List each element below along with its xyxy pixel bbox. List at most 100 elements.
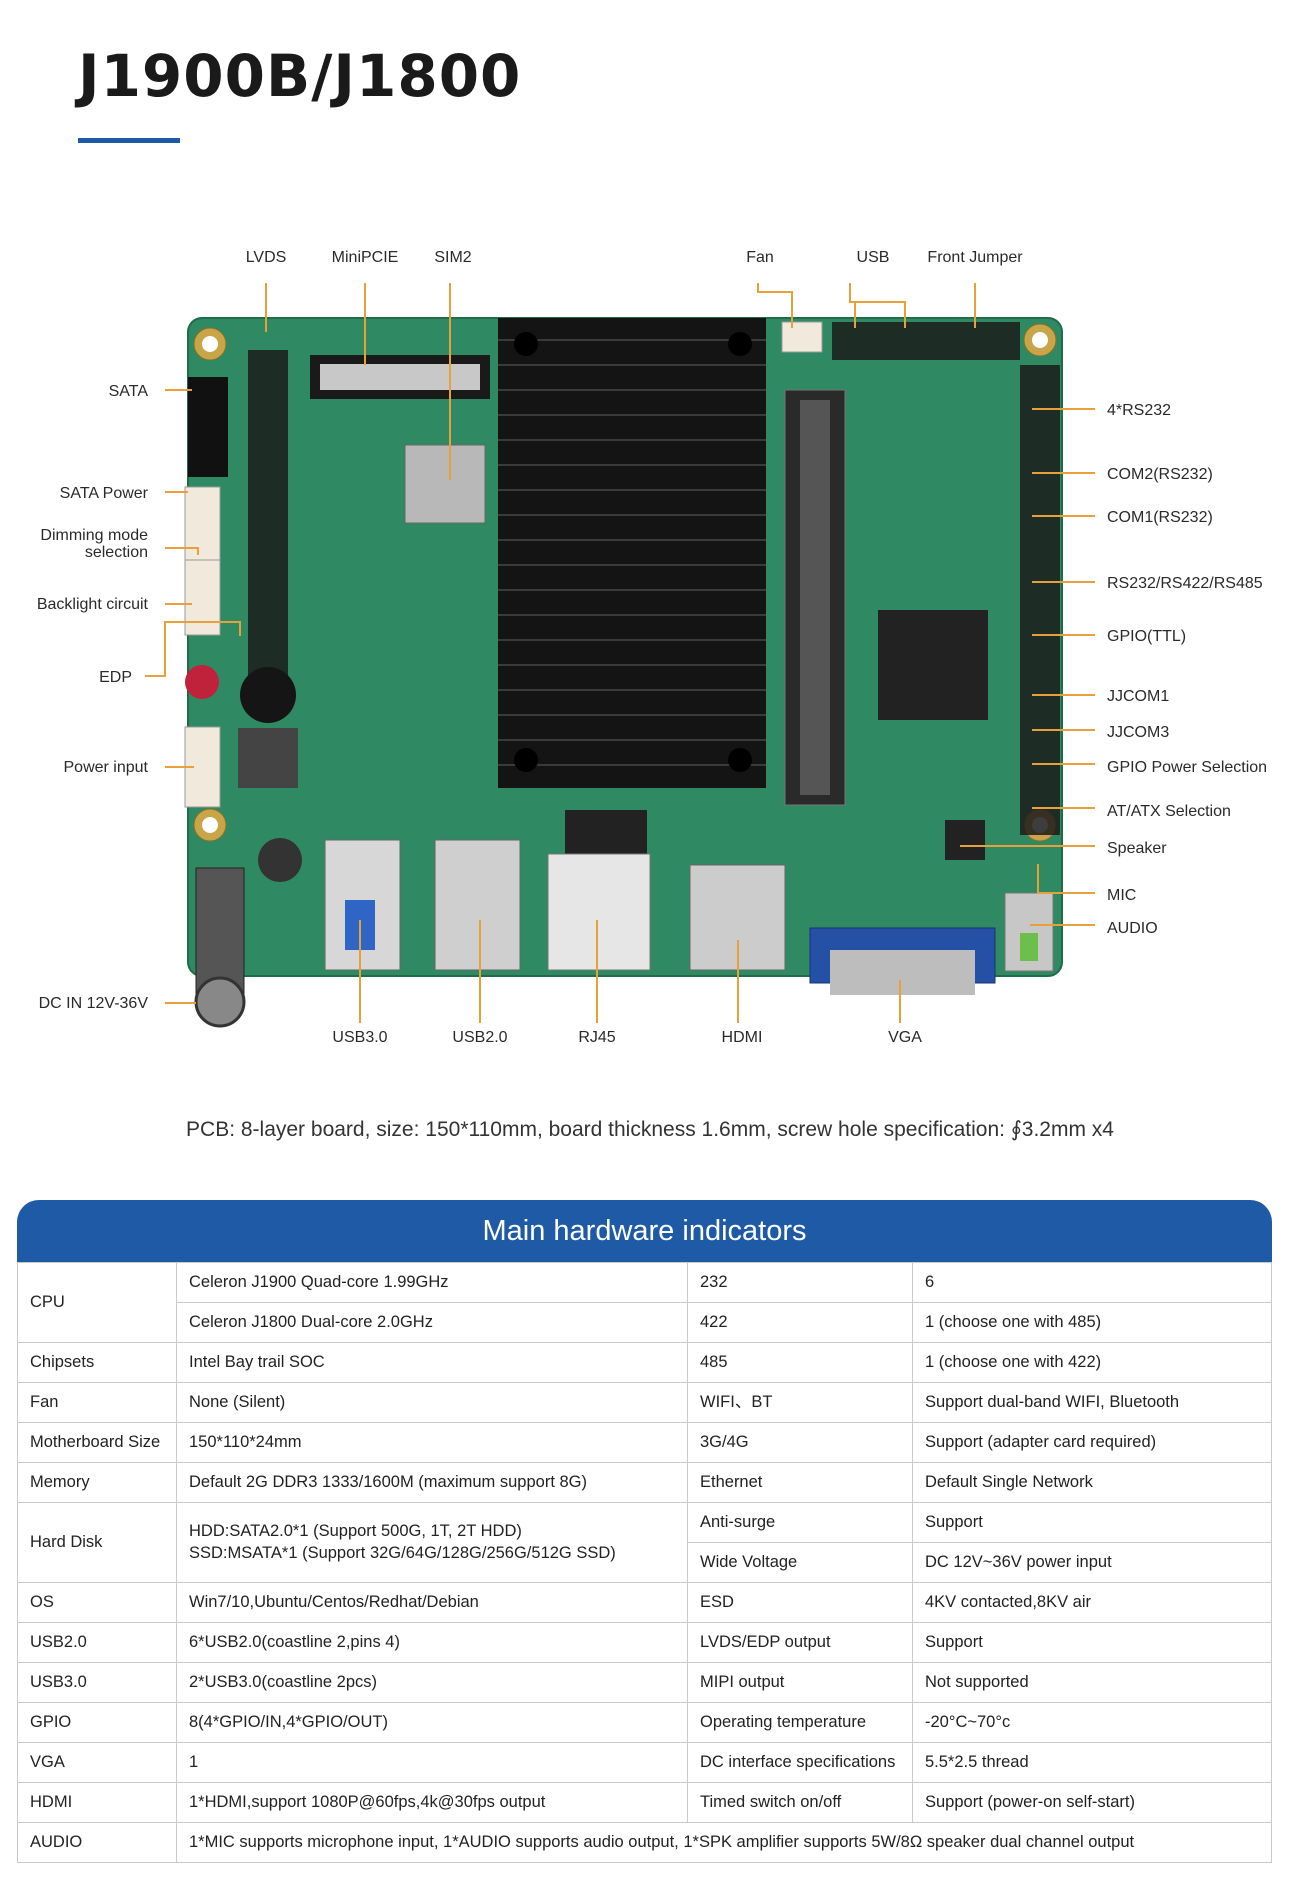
spec-value: DC 12V~36V power input bbox=[912, 1542, 1272, 1583]
spec-key: Motherboard Size bbox=[17, 1422, 177, 1463]
top-labels: LVDS MiniPCIE SIM2 Fan USB Front Jumper bbox=[246, 249, 1024, 266]
spec-value: 6*USB2.0(coastline 2,pins 4) bbox=[176, 1622, 688, 1663]
spec-key: VGA bbox=[17, 1742, 177, 1783]
label-com1: COM1(RS232) bbox=[1107, 509, 1213, 526]
label-sata: SATA bbox=[109, 383, 149, 400]
table-row: Memory Default 2G DDR3 1333/1600M (maxim… bbox=[17, 1462, 1272, 1503]
spec-value: 150*110*24mm bbox=[176, 1422, 688, 1463]
spec-key: ESD bbox=[687, 1582, 913, 1623]
label-front-jumper: Front Jumper bbox=[927, 249, 1023, 266]
spec-key: OS bbox=[17, 1582, 177, 1623]
spec-key: 3G/4G bbox=[687, 1422, 913, 1463]
spec-key: GPIO bbox=[17, 1702, 177, 1743]
label-edp: EDP bbox=[99, 669, 132, 686]
label-rj45: RJ45 bbox=[578, 1029, 615, 1046]
spec-key: DC interface specifications bbox=[687, 1742, 913, 1783]
sim-slot bbox=[404, 444, 486, 524]
spec-key: Memory bbox=[17, 1462, 177, 1503]
spec-key: Fan bbox=[17, 1382, 177, 1423]
table-row: VGA 1 DC interface specifications 5.5*2.… bbox=[17, 1742, 1272, 1783]
label-fan: Fan bbox=[746, 249, 774, 266]
table-row: USB3.0 2*USB3.0(coastline 2pcs) MIPI out… bbox=[17, 1662, 1272, 1703]
hardware-spec-section: Main hardware indicators CPU Celeron J19… bbox=[17, 1200, 1272, 1863]
label-dimming-2: selection bbox=[85, 544, 148, 561]
spec-value: 1 (choose one with 485) bbox=[912, 1302, 1272, 1343]
spec-key: 485 bbox=[687, 1342, 913, 1383]
heatsink bbox=[498, 318, 766, 788]
spec-table-title: Main hardware indicators bbox=[17, 1200, 1272, 1262]
right-labels: 4*RS232 COM2(RS232) COM1(RS232) RS232/RS… bbox=[1107, 402, 1267, 937]
super-io-chip bbox=[878, 610, 988, 720]
table-row: Celeron J1800 Dual-core 2.0GHz 422 1 (ch… bbox=[18, 1302, 1272, 1343]
spec-value: 5.5*2.5 thread bbox=[912, 1742, 1272, 1783]
table-row: Hard Disk HDD:SATA2.0*1 (Support 500G, 1… bbox=[17, 1502, 1272, 1583]
usb2-port bbox=[434, 839, 521, 971]
spec-value: Win7/10,Ubuntu/Centos/Redhat/Debian bbox=[176, 1582, 688, 1623]
spec-value: 8(4*GPIO/IN,4*GPIO/OUT) bbox=[176, 1702, 688, 1743]
spec-value: 1*MIC supports microphone input, 1*AUDIO… bbox=[176, 1822, 1272, 1863]
spec-value: Default 2G DDR3 1333/1600M (maximum supp… bbox=[176, 1462, 688, 1503]
spec-value: 4KV contacted,8KV air bbox=[912, 1582, 1272, 1623]
title-underline bbox=[78, 138, 180, 143]
table-row: Fan None (Silent) WIFI、BT Support dual-b… bbox=[17, 1382, 1272, 1423]
label-minipcie: MiniPCIE bbox=[332, 249, 399, 266]
spec-key: MIPI output bbox=[687, 1662, 913, 1703]
spec-value: Default Single Network bbox=[912, 1462, 1272, 1503]
label-dimming-1: Dimming mode bbox=[40, 527, 148, 544]
label-sim2: SIM2 bbox=[434, 249, 471, 266]
spec-value: Support (adapter card required) bbox=[912, 1422, 1272, 1463]
spec-value: None (Silent) bbox=[176, 1382, 688, 1423]
spec-key: Timed switch on/off bbox=[687, 1782, 913, 1823]
label-mic: MIC bbox=[1107, 887, 1136, 904]
spec-value: Support dual-band WIFI, Bluetooth bbox=[912, 1382, 1272, 1423]
label-gpio-power: GPIO Power Selection bbox=[1107, 759, 1267, 776]
spec-value: 1 bbox=[176, 1742, 688, 1783]
spec-value: Intel Bay trail SOC bbox=[176, 1342, 688, 1383]
spec-key: Anti-surge bbox=[687, 1502, 913, 1543]
label-sata-power: SATA Power bbox=[60, 485, 149, 502]
spec-key: Chipsets bbox=[17, 1342, 177, 1383]
label-speaker: Speaker bbox=[1107, 840, 1167, 857]
spec-value: Support bbox=[912, 1502, 1272, 1543]
spec-value-line: HDD:SATA2.0*1 (Support 500G, 1T, 2T HDD) bbox=[189, 1522, 522, 1541]
spec-key: AUDIO bbox=[17, 1822, 177, 1863]
label-com2: COM2(RS232) bbox=[1107, 466, 1213, 483]
spec-value: 1*HDMI,support 1080P@60fps,4k@30fps outp… bbox=[176, 1782, 688, 1823]
label-dc-in: DC IN 12V-36V bbox=[39, 995, 149, 1012]
spec-value: Support bbox=[912, 1622, 1272, 1663]
label-audio: AUDIO bbox=[1107, 920, 1158, 937]
sata-port bbox=[188, 377, 228, 477]
dc-jack bbox=[195, 867, 245, 999]
spec-value: 2*USB3.0(coastline 2pcs) bbox=[176, 1662, 688, 1703]
bottom-labels: USB3.0 USB2.0 RJ45 HDMI VGA bbox=[332, 1029, 922, 1046]
label-power-input: Power input bbox=[64, 759, 149, 776]
label-jjcom3: JJCOM3 bbox=[1107, 724, 1169, 741]
label-jjcom1: JJCOM1 bbox=[1107, 688, 1169, 705]
label-vga: VGA bbox=[888, 1029, 922, 1046]
spec-value: 6 bbox=[912, 1262, 1272, 1303]
spec-key: WIFI、BT bbox=[687, 1382, 913, 1423]
spec-key: Hard Disk bbox=[17, 1502, 177, 1583]
table-row: Motherboard Size 150*110*24mm 3G/4G Supp… bbox=[17, 1422, 1272, 1463]
label-rs232-422-485: RS232/RS422/RS485 bbox=[1107, 575, 1263, 592]
spec-value: Celeron J1800 Dual-core 2.0GHz bbox=[176, 1302, 688, 1343]
table-row: OS Win7/10,Ubuntu/Centos/Redhat/Debian E… bbox=[17, 1582, 1272, 1623]
spec-key: USB3.0 bbox=[17, 1662, 177, 1703]
spec-key: 232 bbox=[687, 1262, 913, 1303]
table-row: HDMI 1*HDMI,support 1080P@60fps,4k@30fps… bbox=[17, 1782, 1272, 1823]
spec-value: -20°C~70°c bbox=[912, 1702, 1272, 1743]
label-4rs232: 4*RS232 bbox=[1107, 402, 1171, 419]
left-labels: SATA SATA Power Dimming mode selection B… bbox=[37, 383, 149, 1012]
spec-key: Operating temperature bbox=[687, 1702, 913, 1743]
spec-value: HDD:SATA2.0*1 (Support 500G, 1T, 2T HDD)… bbox=[176, 1502, 688, 1583]
spec-table: CPU Celeron J1900 Quad-core 1.99GHz 232 … bbox=[17, 1262, 1272, 1863]
spec-key: 422 bbox=[687, 1302, 913, 1343]
table-row: Wide Voltage DC 12V~36V power input bbox=[18, 1542, 1272, 1583]
spec-value: Not supported bbox=[912, 1662, 1272, 1703]
spec-value: 1 (choose one with 422) bbox=[912, 1342, 1272, 1383]
label-usb2: USB2.0 bbox=[452, 1029, 507, 1046]
label-at-atx: AT/ATX Selection bbox=[1107, 803, 1231, 820]
label-usb: USB bbox=[857, 249, 890, 266]
table-row: Chipsets Intel Bay trail SOC 485 1 (choo… bbox=[17, 1342, 1272, 1383]
spec-value: Celeron J1900 Quad-core 1.99GHz bbox=[176, 1262, 688, 1303]
